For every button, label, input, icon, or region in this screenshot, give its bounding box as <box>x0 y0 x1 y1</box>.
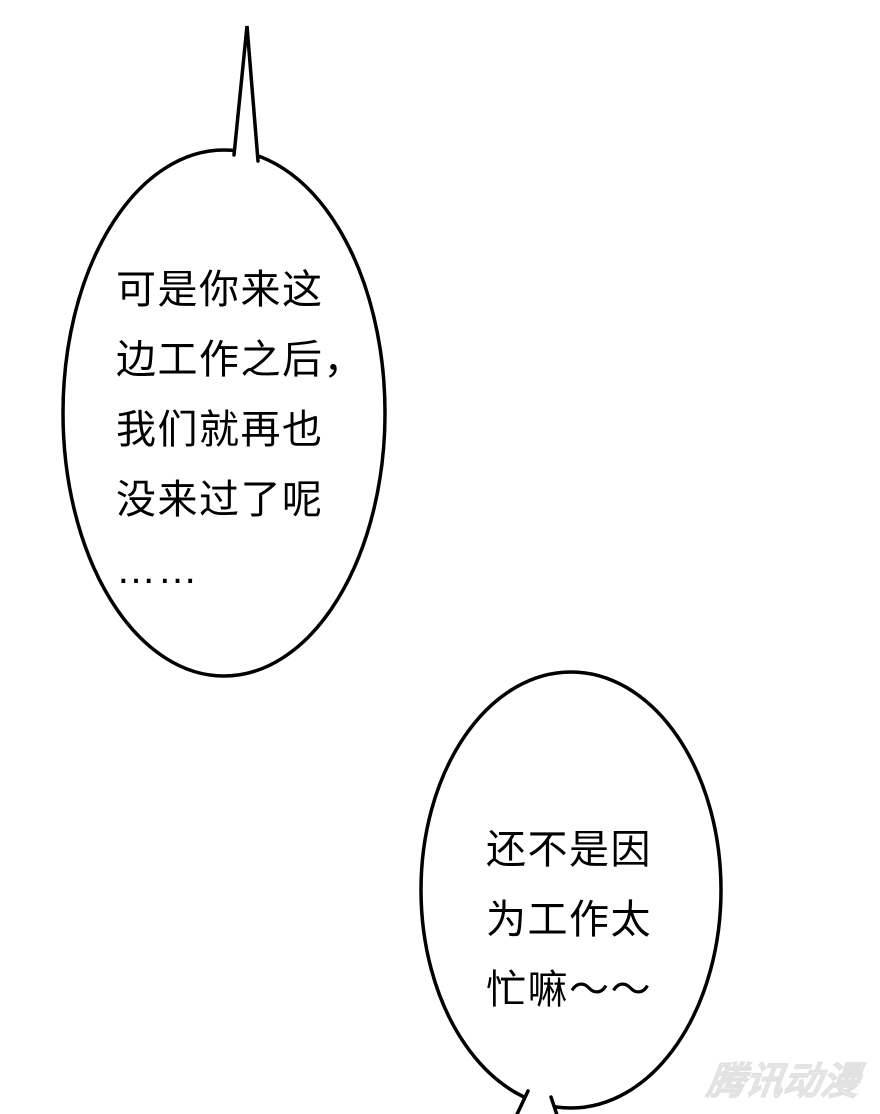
bubble-1-line-4: 没来过了呢 <box>116 478 324 522</box>
speech-bubble-top-left <box>61 25 387 678</box>
tencent-comics-watermark: 腾讯动漫 <box>704 1061 863 1104</box>
bubble-1-line-1: 可是你来这 <box>116 268 324 312</box>
bubble-2-tail-down-icon <box>515 1089 559 1114</box>
bubble-2-dialogue: 还不是因 为工作太 忙嘛～～ <box>486 815 652 1025</box>
bubble-1-tail-up-icon <box>232 25 260 163</box>
bubble-1-line-3: 我们就再也 <box>116 408 324 452</box>
speech-bubble-bottom-right <box>419 670 723 1114</box>
bubble-1-ellipse <box>61 148 387 678</box>
bubble-2-line-1: 还不是因 <box>486 828 652 872</box>
bubble-2-line-3: 忙嘛～～ <box>486 968 652 1012</box>
bubble-1-line-5: …… <box>116 548 199 592</box>
bubble-2-ellipse <box>419 670 723 1110</box>
bubble-1-line-2: 边工作之后， <box>116 338 365 382</box>
bubble-2-line-2: 为工作太 <box>486 898 652 942</box>
bubble-1-dialogue: 可是你来这 边工作之后， 我们就再也 没来过了呢 …… <box>116 255 365 605</box>
